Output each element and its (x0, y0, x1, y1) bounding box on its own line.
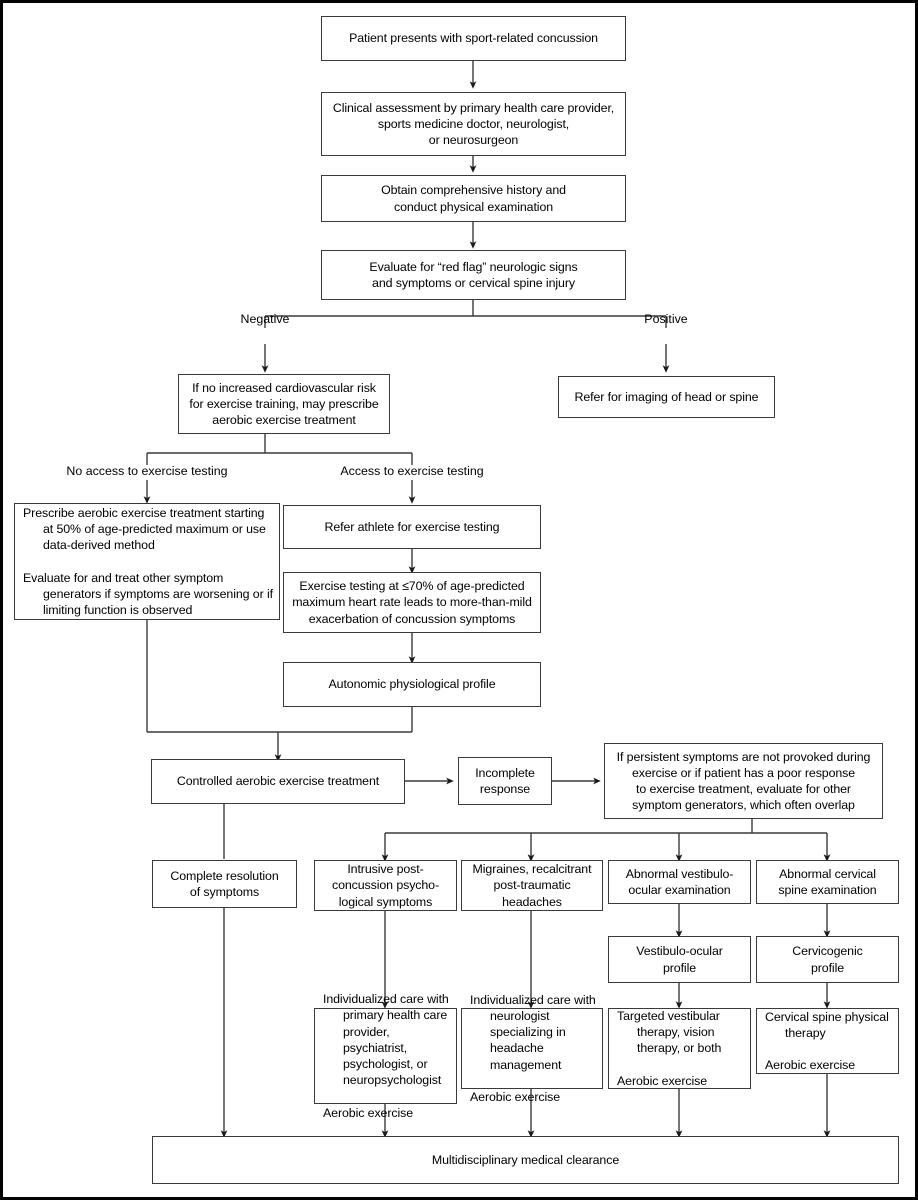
node-cervical-spine-therapy-line1: Cervical spine physical therapy (765, 1009, 889, 1040)
node-exercise-testing-result[interactable]: Exercise testing at ≤70% of age-predicte… (283, 572, 541, 633)
node-migraines-headaches[interactable]: Migraines, recalcitrant post-traumatic h… (461, 860, 603, 911)
node-multidisciplinary-clearance-label: Multidisciplinary medical clearance (431, 1152, 620, 1167)
branch-label-no-access: No access to exercise testing (66, 464, 228, 478)
branch-label-access: Access to exercise testing (340, 464, 484, 478)
node-clinical-assessment[interactable]: Clinical assessment by primary health ca… (321, 92, 626, 156)
node-cardiovascular-risk-label: If no increased cardiovascular risk for … (189, 380, 379, 428)
node-cervical-spine-therapy-line2: Aerobic exercise (765, 1058, 855, 1073)
node-incomplete-response-label: Incomplete response (475, 765, 535, 796)
node-prescribe-no-access-line2: Evaluate for and treat other symptom gen… (23, 570, 273, 618)
node-controlled-aerobic-exercise-label: Controlled aerobic exercise treatment (176, 774, 380, 789)
node-controlled-aerobic-exercise[interactable]: Controlled aerobic exercise treatment (151, 759, 405, 804)
figure-frame-right (915, 0, 918, 1200)
node-vestibulo-ocular-profile[interactable]: Vestibulo-ocular profile (608, 936, 751, 983)
node-care-primary-provider[interactable]: Individualized care with primary health … (314, 992, 457, 1120)
node-history-exam[interactable]: Obtain comprehensive history and conduct… (321, 175, 626, 222)
node-targeted-vestibular-therapy-line1: Targeted vestibular therapy, vision ther… (617, 1009, 722, 1056)
node-persistent-symptoms-label: If persistent symptoms are not provoked … (616, 749, 871, 813)
node-care-neurologist[interactable]: Individualized care with neurologist spe… (461, 993, 603, 1104)
node-incomplete-response[interactable]: Incomplete response (458, 757, 552, 805)
node-persistent-symptoms[interactable]: If persistent symptoms are not provoked … (604, 743, 883, 819)
node-exercise-testing-result-label: Exercise testing at ≤70% of age-predicte… (292, 579, 532, 626)
branch-label-negative: Negative (240, 312, 290, 326)
node-red-flag-evaluation-label: Evaluate for “red flag” neurologic signs… (369, 259, 578, 290)
node-targeted-vestibular-therapy-line2: Aerobic exercise (617, 1073, 707, 1088)
node-patient-presents[interactable]: Patient presents with sport-related conc… (321, 16, 626, 61)
node-cervicogenic-profile[interactable]: Cervicogenic profile (756, 936, 899, 983)
node-history-exam-label: Obtain comprehensive history and conduct… (381, 183, 566, 214)
node-complete-resolution[interactable]: Complete resolution of symptoms (152, 860, 297, 908)
node-vestibulo-ocular-profile-label: Vestibulo-ocular profile (636, 944, 723, 975)
node-refer-imaging-label: Refer for imaging of head or spine (574, 389, 759, 404)
node-care-primary-provider-line1: Individualized care with primary health … (323, 992, 449, 1088)
node-abnormal-cervical-spine-label: Abnormal cervical spine examination (778, 866, 877, 897)
node-abnormal-vestibulo-ocular[interactable]: Abnormal vestibulo- ocular examination (608, 860, 751, 904)
node-autonomic-profile[interactable]: Autonomic physiological profile (283, 662, 541, 707)
node-complete-resolution-label: Complete resolution of symptoms (170, 868, 279, 899)
node-abnormal-vestibulo-ocular-label: Abnormal vestibulo- ocular examination (625, 866, 734, 897)
node-care-neurologist-line2: Aerobic exercise (470, 1090, 560, 1105)
node-refer-imaging[interactable]: Refer for imaging of head or spine (558, 376, 775, 418)
figure-frame-left (0, 0, 3, 1200)
node-care-neurologist-line1: Individualized care with neurologist spe… (470, 992, 596, 1072)
node-red-flag-evaluation[interactable]: Evaluate for “red flag” neurologic signs… (321, 250, 626, 300)
node-multidisciplinary-clearance[interactable]: Multidisciplinary medical clearance (152, 1136, 899, 1184)
node-intrusive-psychological-label: Intrusive post- concussion psycho- logic… (331, 862, 440, 909)
node-prescribe-no-access-line1: Prescribe aerobic exercise treatment sta… (23, 505, 266, 553)
node-migraines-headaches-label: Migraines, recalcitrant post-traumatic h… (472, 862, 592, 909)
node-cardiovascular-risk[interactable]: If no increased cardiovascular risk for … (178, 374, 390, 434)
figure-frame-top (0, 0, 918, 3)
branch-label-positive: Positive (644, 312, 688, 326)
node-refer-exercise-testing-label: Refer athlete for exercise testing (324, 519, 500, 534)
node-refer-exercise-testing[interactable]: Refer athlete for exercise testing (283, 505, 541, 549)
node-cervical-spine-therapy[interactable]: Cervical spine physical therapy Aerobic … (756, 1008, 899, 1074)
node-prescribe-no-access[interactable]: Prescribe aerobic exercise treatment sta… (14, 503, 280, 620)
node-cervicogenic-profile-label: Cervicogenic profile (792, 944, 863, 975)
figure-frame-bottom (0, 1197, 918, 1200)
node-abnormal-cervical-spine[interactable]: Abnormal cervical spine examination (756, 860, 899, 904)
node-autonomic-profile-label: Autonomic physiological profile (328, 677, 496, 692)
node-targeted-vestibular-therapy[interactable]: Targeted vestibular therapy, vision ther… (608, 1008, 751, 1089)
node-intrusive-psychological[interactable]: Intrusive post- concussion psycho- logic… (314, 860, 457, 911)
node-clinical-assessment-label: Clinical assessment by primary health ca… (332, 100, 615, 148)
node-patient-presents-label: Patient presents with sport-related conc… (349, 31, 598, 46)
node-care-primary-provider-line2: Aerobic exercise (323, 1105, 413, 1120)
